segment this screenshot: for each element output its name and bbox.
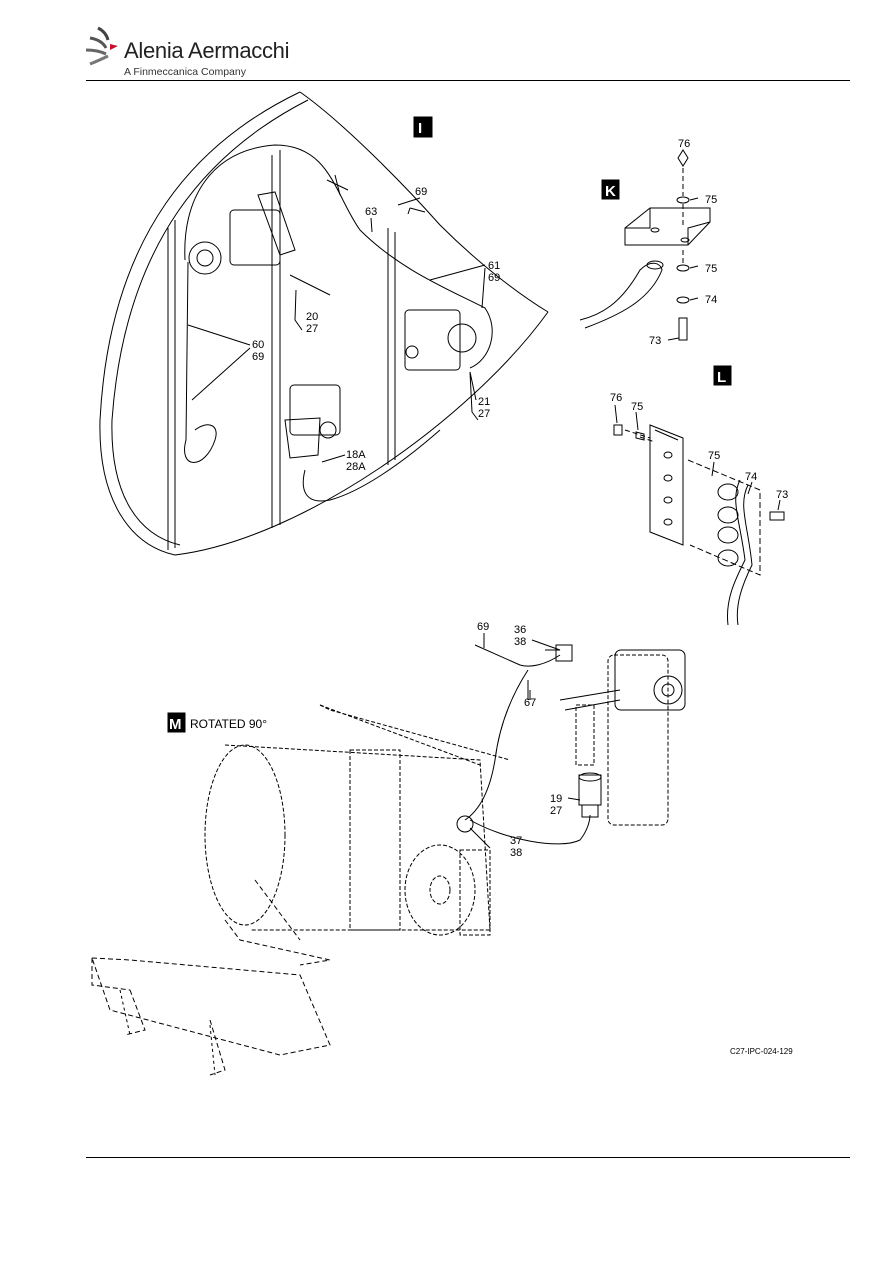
callout-l-73: 73 [776, 489, 788, 501]
view-i-drawing [99, 91, 549, 556]
view-l-badge [713, 365, 732, 386]
callout-i-69: 69 [415, 186, 427, 198]
callout-m-36: 36 [514, 624, 526, 636]
callout-i-21: 21 [478, 396, 490, 408]
callout-m-38: 38 [514, 636, 526, 648]
view-k-drawing [579, 149, 711, 341]
callout-l-75b: 75 [708, 450, 720, 462]
callout-m-67: 67 [524, 697, 536, 709]
callout-i-20: 20 [306, 311, 318, 323]
view-m-drawing [91, 633, 686, 1076]
callout-m-27: 27 [550, 805, 562, 817]
view-m-badge [167, 712, 186, 733]
callout-m-37: 37 [510, 835, 522, 847]
view-i-badge [413, 116, 433, 138]
callout-i-18a: 18A [346, 449, 366, 461]
callout-m-37-38: 38 [510, 847, 522, 859]
view-m-note: ROTATED 90° [190, 717, 267, 731]
header-rule [86, 80, 850, 81]
callout-k-75a: 75 [705, 194, 717, 206]
callout-i-60-69: 69 [252, 351, 264, 363]
callout-i-63: 63 [365, 206, 377, 218]
view-k-letter: K [605, 183, 616, 200]
callout-k-74: 74 [705, 294, 717, 306]
callout-i-27: 27 [306, 323, 318, 335]
callout-m-69: 69 [477, 621, 489, 633]
callout-i-60: 60 [252, 339, 264, 351]
view-l-drawing [613, 404, 785, 626]
callout-k-75b: 75 [705, 263, 717, 275]
footer-rule [86, 1157, 850, 1158]
view-m-letter: M [169, 716, 182, 733]
callout-l-74: 74 [745, 471, 757, 483]
callout-i-61: 61 [488, 260, 500, 272]
view-l-letter: L [717, 369, 726, 386]
callout-i-21-27: 27 [478, 408, 490, 420]
callout-l-76: 76 [610, 392, 622, 404]
view-k-badge [601, 179, 620, 200]
callout-k-73: 73 [649, 335, 661, 347]
figure-code: C27-IPC-024-129 [730, 1047, 793, 1056]
callout-k-76: 76 [678, 138, 690, 150]
callout-m-19: 19 [550, 793, 562, 805]
logo-subtitle: A Finmeccanica Company [124, 66, 246, 78]
swoosh-logo-icon [85, 26, 118, 66]
callout-l-75a: 75 [631, 401, 643, 413]
view-i-letter: I [418, 120, 422, 137]
logo-name: Alenia Aermacchi [124, 38, 290, 63]
callout-i-61-69: 69 [488, 272, 500, 284]
callout-i-28a: 28A [346, 461, 366, 473]
